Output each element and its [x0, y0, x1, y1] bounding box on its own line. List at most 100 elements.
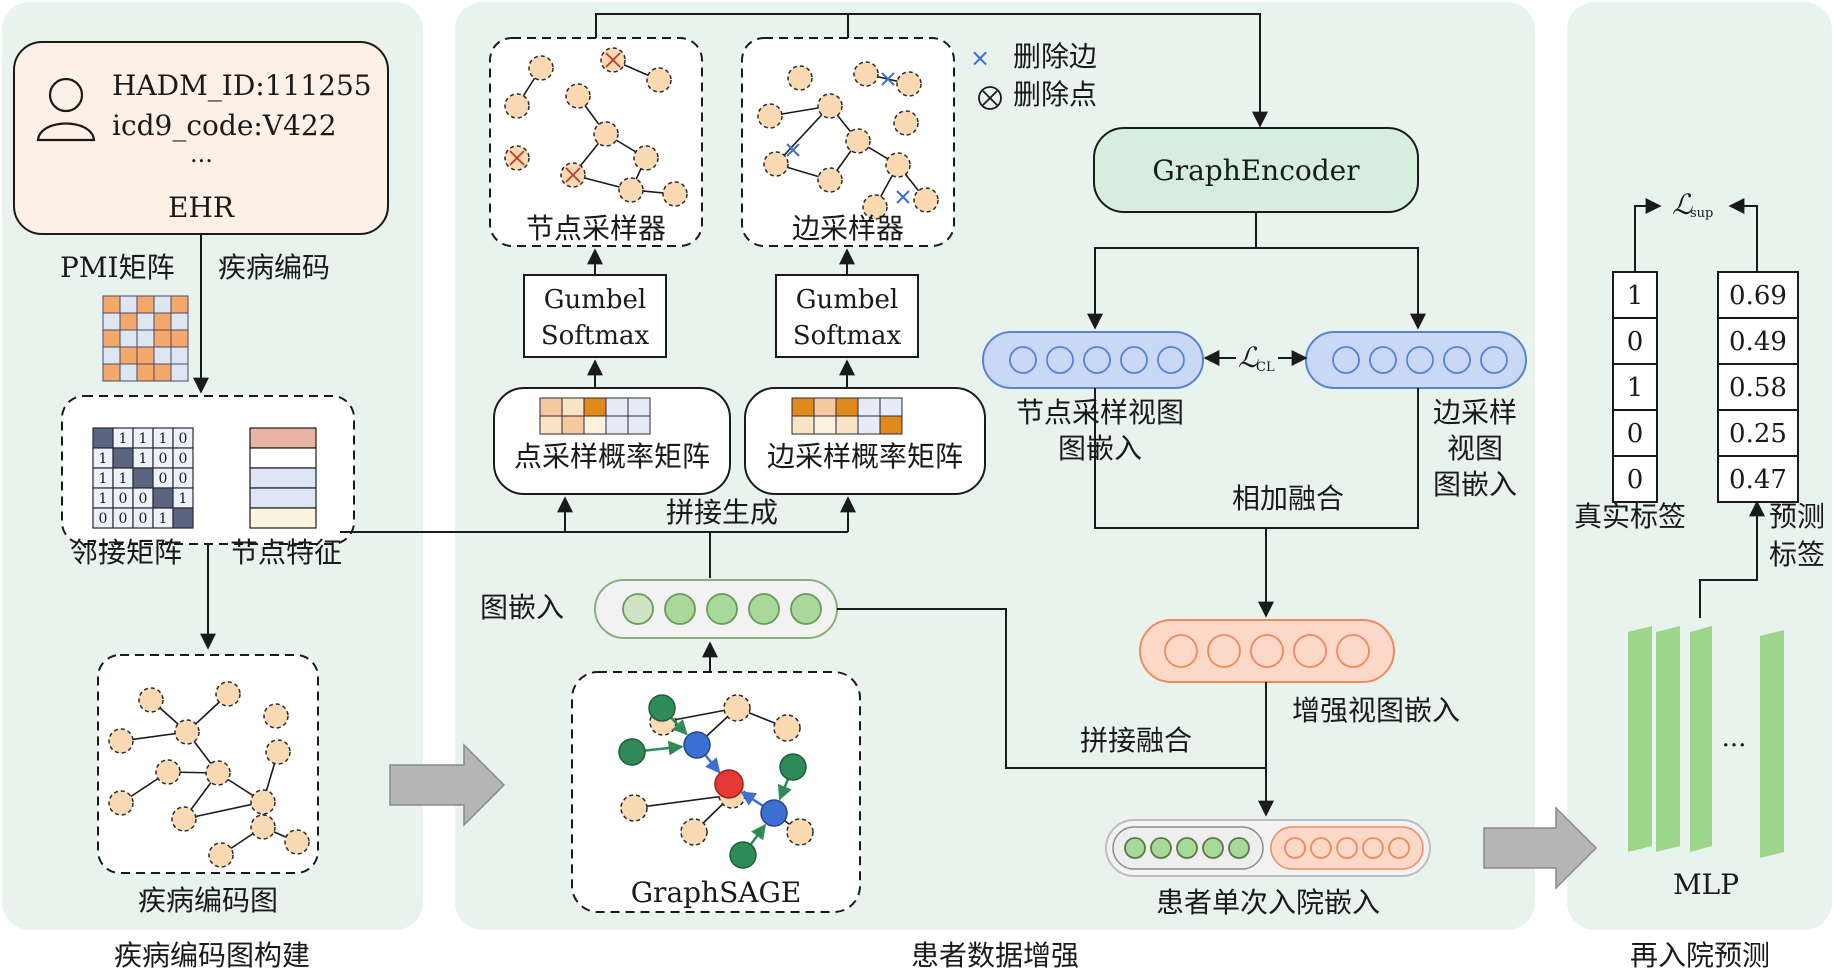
deleted-node-mark	[565, 167, 581, 183]
ehr-ellipsis: ...	[190, 140, 213, 168]
adjacency-cell-value: 0	[179, 471, 188, 487]
pmi-cell	[136, 329, 155, 348]
graph-node	[205, 760, 231, 786]
pmi-cell	[153, 295, 172, 314]
gumbel-softmax-edge	[775, 274, 919, 358]
loss-sup-symbol: ℒ	[1672, 188, 1693, 221]
pred-label-cell	[1717, 409, 1799, 457]
pred-label-value: 0.25	[1729, 419, 1787, 449]
panel-title-data-augmentation: 患者数据增强	[911, 939, 1079, 972]
aug-view-vector	[1164, 634, 1370, 668]
embed-unit	[1083, 346, 1111, 374]
prob-cell	[835, 397, 859, 417]
graph-node	[565, 83, 591, 109]
prob-cell	[539, 415, 563, 435]
mlp-layer-4	[1760, 630, 1784, 858]
loss-cl-subscript: CL	[1256, 360, 1275, 375]
deleted-node-icon	[978, 86, 1002, 110]
graph-node	[893, 110, 919, 136]
graph-node	[633, 145, 659, 171]
graph-node	[817, 167, 843, 193]
pmi-cell	[136, 312, 155, 331]
graph-embed-label: 图嵌入	[480, 591, 564, 624]
patient-icon	[36, 77, 96, 142]
pred-label-cell	[1717, 271, 1799, 319]
deleted-edge-mark	[896, 190, 910, 204]
graph-embed-vector	[622, 593, 822, 625]
edge-sampler-label: 边采样器	[792, 212, 904, 245]
graph-node	[174, 719, 200, 745]
embed-unit	[1336, 837, 1358, 859]
embed-unit	[1293, 634, 1327, 668]
adjacency-cell	[132, 467, 154, 489]
mlp-layer-1	[1628, 626, 1652, 852]
graph-node	[817, 93, 843, 119]
encoder-to-edge-view-arrow	[1256, 247, 1426, 330]
deleted-node-mark	[605, 52, 621, 68]
disease-code-label: 疾病编码	[218, 251, 330, 284]
true-label-value: 0	[1627, 327, 1644, 357]
prob-cell	[791, 415, 815, 435]
adjacency-cell-value: 1	[99, 451, 108, 467]
mlp-layer-3	[1690, 626, 1712, 852]
adjacency-cell-value: 0	[119, 511, 128, 527]
adjacency-cell	[152, 487, 174, 509]
graph-node	[215, 681, 241, 707]
graphsage-graph	[618, 694, 814, 869]
ehr-label: EHR	[168, 191, 235, 224]
neighbor-node-hop2	[729, 841, 757, 869]
adjacency-cell	[172, 507, 194, 529]
pmi-matrix-label: PMI矩阵	[60, 251, 175, 284]
graph-node	[757, 103, 783, 129]
adjacency-cell-value: 0	[159, 451, 168, 467]
pmi-cell	[136, 363, 155, 382]
embed-unit	[1480, 346, 1508, 374]
graph-edge	[775, 105, 831, 165]
embed-unit	[1207, 634, 1241, 668]
edge-sampler-graph	[757, 61, 939, 220]
true-label-text: 真实标签	[1574, 500, 1686, 533]
loss-cl-symbol: ℒ	[1238, 341, 1259, 374]
adjacency-cell-value: 0	[179, 431, 188, 447]
true-label-cell	[1612, 271, 1658, 319]
graph-node	[108, 790, 134, 816]
graph-node	[773, 714, 801, 742]
flow-arrow-right	[1483, 806, 1598, 890]
true-label-cell	[1612, 409, 1658, 457]
adjacency-cell-value: 1	[159, 431, 168, 447]
add-fuse-bracket	[1094, 388, 1419, 529]
graph-node	[618, 177, 644, 203]
pmi-cell	[153, 312, 172, 331]
prob-cell	[857, 415, 881, 435]
pmi-cell	[136, 295, 155, 314]
pmi-cell	[170, 346, 189, 365]
legend-deleted-node: 删除点	[978, 78, 1097, 111]
gumbel-node-line1: Gumbel	[544, 285, 647, 315]
legend-deleted-edge-label: 删除边	[1013, 40, 1097, 73]
pmi-cell	[119, 295, 138, 314]
graph-node	[155, 759, 181, 785]
deleted-edge-mark	[881, 72, 895, 86]
edge-view-label-3: 图嵌入	[1433, 468, 1517, 501]
embed-unit	[1284, 837, 1306, 859]
pmi-cell	[119, 363, 138, 382]
embed-unit	[664, 593, 696, 625]
graphsage-label: GraphSAGE	[631, 876, 802, 909]
mlp-ellipsis: ...	[1722, 723, 1747, 753]
neighbor-node-hop2	[779, 753, 807, 781]
graph-node	[913, 187, 939, 213]
mlp-layer-2	[1656, 626, 1680, 852]
pred-label-value: 0.69	[1729, 281, 1787, 311]
embed-unit	[1250, 634, 1284, 668]
true-label-cell	[1612, 455, 1658, 503]
graph-node	[662, 181, 688, 207]
prob-cell	[539, 397, 563, 417]
node-feature-label: 节点特征	[230, 536, 342, 569]
true-label-value: 1	[1627, 373, 1644, 403]
pmi-cell	[170, 363, 189, 382]
pred-label-text-2: 标签	[1769, 538, 1825, 571]
prob-cell	[583, 397, 607, 417]
embed-unit	[748, 593, 780, 625]
prob-cell	[561, 415, 585, 435]
